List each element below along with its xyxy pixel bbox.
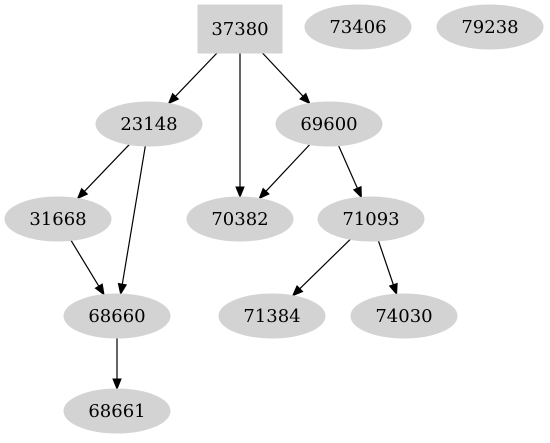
edge-line — [121, 145, 146, 285]
node-label: 68661 — [88, 401, 145, 422]
node-ellipse — [4, 196, 112, 242]
edge-line — [175, 52, 218, 97]
node-69600: 69600 — [275, 101, 383, 147]
node-ellipse — [186, 196, 294, 242]
node-79238: 79238 — [436, 4, 544, 50]
node-label: 69600 — [300, 114, 357, 135]
arrowhead-icon — [299, 92, 311, 105]
edge-37380-to-70382 — [235, 53, 245, 199]
edge-69600-to-70382 — [258, 144, 311, 200]
arrowhead-icon — [388, 282, 398, 296]
node-label: 31668 — [29, 209, 86, 230]
edge-line — [299, 238, 351, 290]
node-box — [197, 4, 283, 54]
edge-line — [265, 144, 311, 192]
node-68660: 68660 — [63, 293, 171, 339]
node-ellipse — [63, 293, 171, 339]
edge-71093-to-74030 — [377, 240, 398, 296]
arrowhead-icon — [235, 186, 245, 199]
edge-68660-to-68661 — [112, 338, 122, 391]
node-label: 68660 — [88, 306, 145, 327]
node-23148: 23148 — [95, 101, 203, 147]
edge-line — [84, 144, 130, 192]
edge-69600-to-71093 — [338, 145, 362, 199]
edge-line — [70, 240, 100, 287]
edge-37380-to-69600 — [262, 52, 311, 105]
node-71093: 71093 — [317, 196, 425, 242]
node-31668: 31668 — [4, 196, 112, 242]
node-74030: 74030 — [350, 293, 458, 339]
edge-line — [377, 240, 394, 285]
node-ellipse — [436, 4, 544, 50]
node-ellipse — [63, 388, 171, 434]
node-73406: 73406 — [304, 4, 412, 50]
edge-31668-to-68660 — [70, 240, 105, 296]
arrowhead-icon — [352, 185, 362, 199]
arrowhead-icon — [167, 92, 180, 105]
arrowhead-icon — [94, 283, 105, 296]
edge-23148-to-31668 — [76, 144, 130, 200]
arrowhead-icon — [117, 282, 128, 296]
node-ellipse — [275, 101, 383, 147]
node-ellipse — [95, 101, 203, 147]
node-label: 74030 — [375, 306, 432, 327]
edges-layer — [70, 52, 398, 391]
node-70382: 70382 — [186, 196, 294, 242]
arrowhead-icon — [112, 378, 122, 391]
node-label: 23148 — [120, 114, 177, 135]
node-ellipse — [350, 293, 458, 339]
node-label: 79238 — [461, 17, 518, 38]
node-ellipse — [218, 293, 326, 339]
node-label: 71093 — [342, 209, 399, 230]
nodes-layer: 37380 73406 79238 23148 69600 31668 70382 71093… — [4, 4, 544, 434]
node-label: 37380 — [211, 19, 268, 40]
edge-71093-to-71384 — [291, 238, 351, 297]
node-label: 73406 — [329, 17, 386, 38]
node-ellipse — [317, 196, 425, 242]
node-68661: 68661 — [63, 388, 171, 434]
arrowhead-icon — [291, 285, 304, 297]
node-37380: 37380 — [197, 4, 283, 54]
node-label: 71384 — [243, 306, 300, 327]
node-71384: 71384 — [218, 293, 326, 339]
edge-line — [262, 52, 304, 97]
node-ellipse — [304, 4, 412, 50]
arrowhead-icon — [258, 187, 270, 200]
edge-line — [338, 145, 358, 189]
node-label: 70382 — [211, 209, 268, 230]
arrowhead-icon — [76, 187, 89, 200]
edge-37380-to-23148 — [167, 52, 218, 105]
edge-23148-to-68660 — [117, 145, 146, 296]
